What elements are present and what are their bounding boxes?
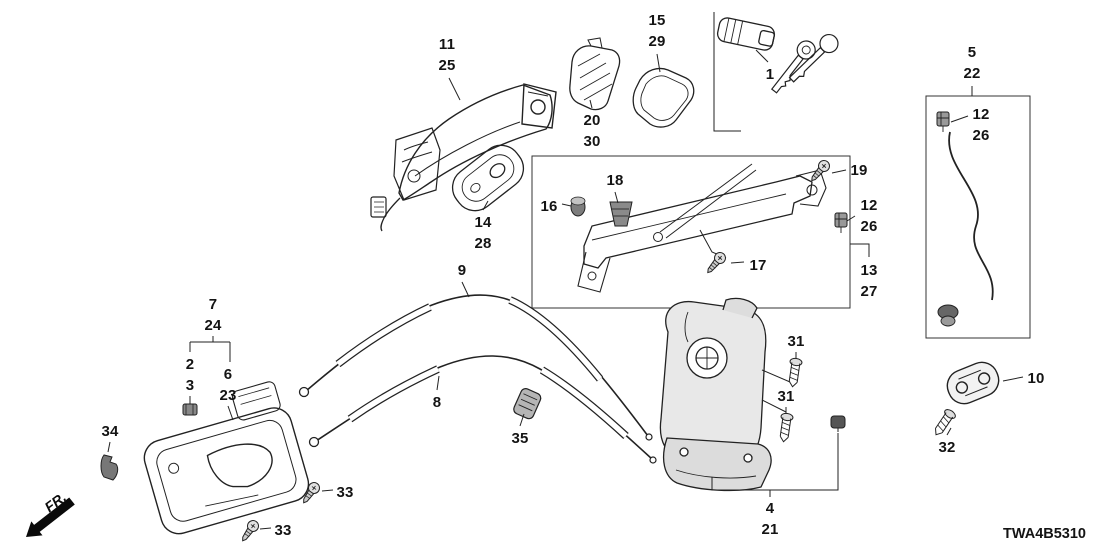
bolt-32-part: [935, 409, 956, 436]
screw-17-part: [707, 252, 726, 274]
door-lock-cylinder-part: [713, 12, 776, 132]
key-part: [770, 33, 839, 94]
cover-gasket-part: [632, 67, 695, 128]
striker-part: [946, 361, 1000, 405]
outer-door-handle-part: [370, 83, 557, 232]
callout-31-lower: 31: [777, 388, 795, 405]
bolt-31-lower-part: [779, 412, 794, 443]
clip-12-26-rod-part: [936, 111, 950, 132]
grommet-18-part: [609, 201, 633, 227]
callout-10: 10: [1027, 370, 1045, 387]
leader-lines: [107, 49, 1024, 530]
cable-9-part: [298, 294, 653, 441]
callout-16: 16: [540, 198, 558, 215]
callout-1: 1: [765, 66, 775, 83]
callout-33-lower: 33: [274, 522, 292, 539]
cable-clamp-part: [513, 388, 542, 420]
callout-34: 34: [101, 423, 119, 440]
diagram-code: TWA4B5310: [1002, 526, 1086, 542]
grommet-16-part: [570, 196, 586, 217]
bolt-31-upper-part: [788, 357, 803, 388]
door-latch-part: [659, 297, 791, 492]
callout-17: 17: [749, 257, 767, 274]
screw-33-lower-part: [242, 520, 259, 542]
screw-19-part: [811, 160, 830, 182]
callout-18: 18: [606, 172, 624, 189]
callout-8: 8: [432, 394, 442, 411]
clip-34-part: [100, 454, 119, 481]
callout-32: 32: [938, 439, 956, 456]
clip-12-26-base-part: [834, 212, 848, 233]
callout-9: 9: [457, 262, 467, 279]
inner-handle-part: [143, 381, 310, 535]
callout-33-upper: 33: [336, 484, 354, 501]
rod-grommet-part: [937, 304, 959, 327]
handle-cover-part: [569, 37, 621, 111]
lock-rod-group-box: [925, 95, 1031, 339]
callout-19: 19: [850, 162, 868, 179]
callout-35: 35: [511, 430, 529, 447]
latch-grommet-part: [830, 415, 846, 432]
cable-8-part: [308, 355, 657, 464]
handle-base-gasket-part: [451, 144, 525, 212]
lock-rod-part: [948, 131, 994, 301]
callout-31-upper: 31: [787, 333, 805, 350]
fr-arrow-icon: [26, 497, 75, 537]
screw-33-upper-part: [303, 482, 320, 504]
